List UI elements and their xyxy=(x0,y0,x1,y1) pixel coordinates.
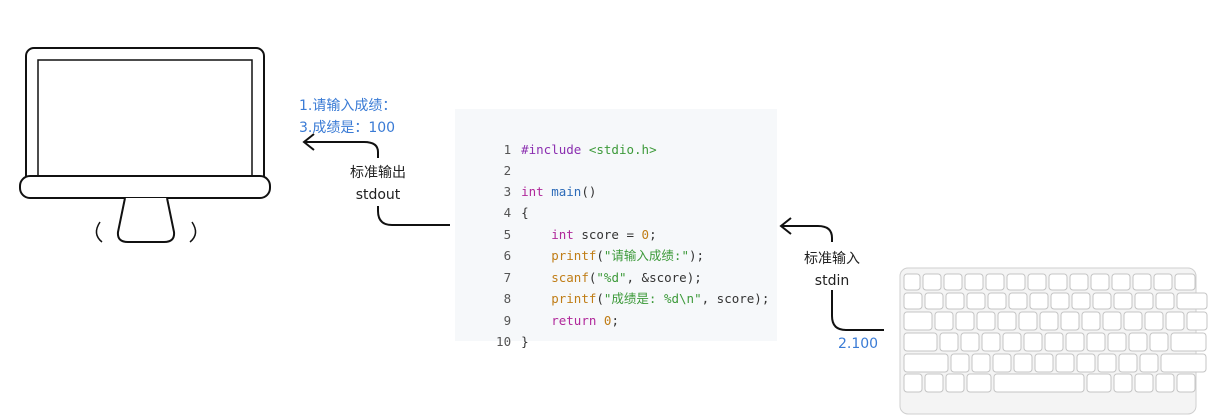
keyboard-key xyxy=(971,353,991,373)
keyboard-key xyxy=(950,353,970,373)
keyboard-key xyxy=(1081,311,1101,331)
stdin-label-cn: 标准输入 xyxy=(804,251,860,267)
keyboard-key xyxy=(1050,292,1070,310)
keyboard-key xyxy=(993,373,1085,393)
keyboard-key xyxy=(1027,273,1047,291)
keyboard-key xyxy=(1071,292,1091,310)
keyboard-key xyxy=(1149,332,1169,352)
stdout-line-1: 1.请输入成绩： xyxy=(299,98,397,114)
keyboard-key xyxy=(985,273,1005,291)
keyboard-key xyxy=(1170,332,1207,352)
keyboard-key xyxy=(943,273,963,291)
keyboard-icon xyxy=(899,267,1208,415)
keyboard-key xyxy=(1034,353,1054,373)
keyboard-key xyxy=(1002,332,1022,352)
keyboard-key xyxy=(1160,353,1207,373)
code-line: 7 scanf("%d", &score); xyxy=(503,270,702,285)
keyboard-key xyxy=(1069,273,1089,291)
keyboard-key xyxy=(922,273,942,291)
keyboard-key xyxy=(1065,332,1085,352)
arrow-left-icon xyxy=(302,133,450,226)
keyboard-key xyxy=(1086,373,1112,393)
keyboard-key xyxy=(945,373,965,393)
keyboard-key xyxy=(1134,292,1154,310)
code-line: 10} xyxy=(496,334,529,349)
code-line: 6 printf("请输入成绩:"); xyxy=(503,248,705,263)
keyboard-key xyxy=(1139,353,1159,373)
keyboard-key xyxy=(955,311,975,331)
keyboard-key xyxy=(992,353,1012,373)
keyboard-key xyxy=(1113,373,1133,393)
keyboard-key xyxy=(1155,373,1175,393)
keyboard-key xyxy=(966,292,986,310)
keyboard-key xyxy=(1029,292,1049,310)
keyboard-key xyxy=(966,373,992,393)
keyboard-key xyxy=(1111,273,1131,291)
stdin-label-en: stdin xyxy=(814,273,850,289)
keyboard-key xyxy=(1118,353,1138,373)
keyboard-key xyxy=(924,373,944,393)
keyboard-key xyxy=(981,332,1001,352)
keyboard-key xyxy=(1097,353,1117,373)
keyboard-key xyxy=(1123,311,1143,331)
keyboard-key xyxy=(1132,273,1152,291)
code-line: 4{ xyxy=(503,205,529,220)
stdout-label-cn: 标准输出 xyxy=(350,165,406,181)
keyboard-key xyxy=(1153,273,1173,291)
code-line: 2 xyxy=(503,163,512,178)
keyboard-key xyxy=(1044,332,1064,352)
keyboard-key xyxy=(960,332,980,352)
code-line: 1#include <stdio.h> xyxy=(503,142,657,157)
keyboard-key xyxy=(1092,292,1112,310)
keyboard-key xyxy=(1060,311,1080,331)
keyboard-key xyxy=(903,273,921,291)
stdout-line-2: 3.成绩是：100 xyxy=(299,120,396,136)
keyboard-key xyxy=(1048,273,1068,291)
keyboard-key xyxy=(1076,353,1096,373)
keyboard-key xyxy=(1144,311,1164,331)
keyboard-key xyxy=(903,292,923,310)
code-line: 8 printf("成绩是: %d\n", score); xyxy=(503,291,770,306)
keyboard-key xyxy=(1174,273,1196,291)
keyboard-key xyxy=(1176,292,1208,310)
keyboard-key xyxy=(903,311,933,331)
keyboard-key xyxy=(1107,332,1127,352)
keyboard-key xyxy=(1176,373,1196,393)
keyboard-key xyxy=(903,373,923,393)
keyboard-key xyxy=(903,353,949,373)
keyboard-key xyxy=(1134,373,1154,393)
keyboard-key xyxy=(1090,273,1110,291)
keyboard-key xyxy=(934,311,954,331)
keyboard-key xyxy=(1023,332,1043,352)
keyboard-key xyxy=(1018,311,1038,331)
keyboard-key xyxy=(976,311,996,331)
keyboard-key xyxy=(1086,332,1106,352)
keyboard-key xyxy=(903,332,938,352)
monitor-icon xyxy=(19,47,271,243)
keyboard-key xyxy=(1128,332,1148,352)
keyboard-key xyxy=(1055,353,1075,373)
keyboard-key xyxy=(1013,353,1033,373)
keyboard-key xyxy=(939,332,959,352)
keyboard-key xyxy=(1186,311,1208,331)
code-line: 5 int score = 0; xyxy=(503,227,657,242)
keyboard-key xyxy=(1165,311,1185,331)
arrow-left-icon xyxy=(779,217,884,331)
stdin-value: 2.100 xyxy=(838,336,879,352)
keyboard-key xyxy=(987,292,1007,310)
keyboard-key xyxy=(924,292,944,310)
keyboard-key xyxy=(1102,311,1122,331)
keyboard-key xyxy=(997,311,1017,331)
keyboard-key xyxy=(1155,292,1175,310)
keyboard-key xyxy=(964,273,984,291)
keyboard-key xyxy=(1006,273,1026,291)
keyboard-key xyxy=(1039,311,1059,331)
code-line: 9 return 0; xyxy=(503,313,619,328)
keyboard-key xyxy=(1113,292,1133,310)
keyboard-key xyxy=(1008,292,1028,310)
keyboard-key xyxy=(945,292,965,310)
stdout-label-en: stdout xyxy=(355,187,401,203)
